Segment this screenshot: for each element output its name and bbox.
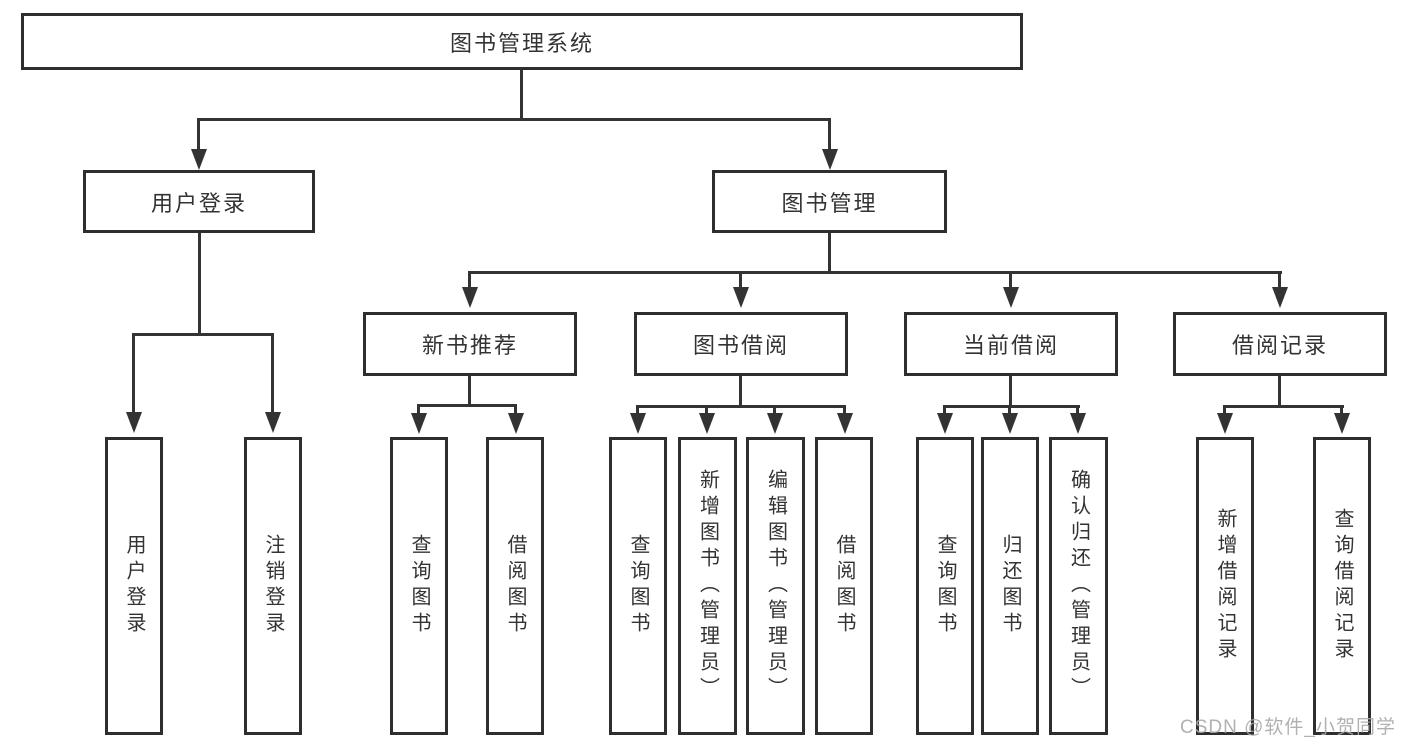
leaf-query-borrow-record-label: 查询借阅记录 (1331, 508, 1353, 664)
leaf-cur-query-books: 查询图书 (916, 437, 974, 735)
connector-root-stem (520, 70, 523, 119)
leaf-bor-add-books-admin-label: 新增图书（管理员） (696, 469, 719, 703)
arrowhead-recd2 (1334, 413, 1350, 434)
leaf-cur-confirm-return-admin-label: 确认归还（管理员） (1067, 469, 1090, 703)
leaf-bor-borrow-books: 借阅图书 (815, 437, 873, 735)
leaf-bor-query-books: 查询图书 (609, 437, 667, 735)
node-book-borrow: 图书借阅 (634, 312, 848, 376)
connector-mgmt-branch-2 (739, 271, 742, 288)
arrowhead-borrow (733, 287, 749, 308)
arrowhead-login (191, 149, 207, 170)
arrowhead-cur3 (1070, 413, 1086, 434)
node-user-login-label: 用户登录 (150, 190, 247, 216)
node-user-login: 用户登录 (83, 170, 315, 233)
connector-borrow-hbar (636, 405, 846, 408)
connector-login-branch-1 (132, 333, 135, 413)
node-book-borrow-label: 图书借阅 (692, 333, 789, 358)
connector-borrow-branch-1 (636, 405, 639, 414)
leaf-logout: 注销登录 (244, 437, 302, 735)
connector-borrow-branch-2 (705, 405, 708, 414)
node-new-book-rec: 新书推荐 (363, 312, 577, 376)
connector-current-branch-3 (1076, 405, 1079, 414)
node-borrow-records-label: 借阅记录 (1231, 333, 1328, 358)
arrowhead-bor4 (837, 413, 853, 434)
leaf-cur-return-books: 归还图书 (981, 437, 1039, 735)
connector-rec-stem (468, 376, 471, 407)
connector-rec-hbar (417, 404, 517, 407)
connector-borrow-branch-4 (843, 405, 846, 414)
leaf-bor-add-books-admin: 新增图书（管理员） (678, 437, 737, 735)
node-new-book-rec-label: 新书推荐 (421, 333, 518, 358)
leaf-cur-confirm-return-admin: 确认归还（管理员） (1049, 437, 1108, 735)
arrowhead-records (1272, 287, 1288, 308)
node-book-management-label: 图书管理 (781, 190, 878, 216)
arrowhead-bor3 (767, 413, 783, 434)
connector-current-branch-1 (943, 405, 946, 414)
connector-login-stem (198, 233, 201, 335)
leaf-user-login: 用户登录 (105, 437, 163, 735)
connector-login-branch-2 (271, 333, 274, 413)
leaf-logout-label: 注销登录 (262, 534, 284, 638)
connector-records-branch-1 (1223, 405, 1226, 414)
leaf-cur-query-books-label: 查询图书 (934, 534, 956, 638)
connector-mgmt-branch-3 (1009, 271, 1012, 288)
node-current-borrow-label: 当前借阅 (962, 333, 1059, 358)
connector-current-stem (1009, 376, 1012, 408)
leaf-bor-query-books-label: 查询图书 (627, 534, 649, 638)
connector-mgmt-branch-1 (468, 271, 471, 288)
connector-records-branch-2 (1340, 405, 1343, 414)
leaf-rec-borrow-books: 借阅图书 (486, 437, 544, 735)
arrowhead-recd1 (1217, 413, 1233, 434)
leaf-query-borrow-record: 查询借阅记录 (1313, 437, 1371, 735)
connector-rec-branch-1 (417, 404, 420, 414)
leaf-rec-query-books-label: 查询图书 (408, 534, 430, 638)
arrowhead-current (1003, 287, 1019, 308)
arrowhead-bor1 (630, 413, 646, 434)
connector-current-hbar (943, 405, 1080, 408)
connector-records-stem (1278, 376, 1281, 408)
node-root: 图书管理系统 (21, 13, 1023, 70)
arrowhead-rec2 (508, 413, 524, 434)
arrowhead-rec (462, 287, 478, 308)
node-book-management: 图书管理 (712, 170, 947, 233)
arrowhead-bor2 (699, 413, 715, 434)
arrowhead-cur1 (937, 413, 953, 434)
connector-root-branch-left (197, 118, 200, 150)
leaf-cur-return-books-label: 归还图书 (999, 534, 1021, 638)
arrowhead-cur2 (1002, 413, 1018, 434)
leaf-bor-edit-books-admin-label: 编辑图书（管理员） (764, 469, 787, 703)
connector-records-hbar (1223, 405, 1344, 408)
arrowhead-mgmt (822, 149, 838, 170)
leaf-user-login-label: 用户登录 (123, 534, 145, 638)
node-root-label: 图书管理系统 (449, 30, 594, 56)
leaf-rec-borrow-books-label: 借阅图书 (504, 534, 526, 638)
leaf-rec-query-books: 查询图书 (390, 437, 448, 735)
node-current-borrow: 当前借阅 (904, 312, 1118, 376)
connector-mgmt-branch-4 (1278, 271, 1281, 288)
leaf-add-borrow-record-label: 新增借阅记录 (1214, 508, 1236, 664)
arrowhead-login1 (126, 412, 142, 433)
connector-login-hbar (132, 333, 274, 336)
leaf-add-borrow-record: 新增借阅记录 (1196, 437, 1254, 735)
leaf-bor-borrow-books-label: 借阅图书 (833, 534, 855, 638)
connector-root-hbar (197, 118, 831, 121)
connector-borrow-stem (739, 376, 742, 407)
connector-current-branch-2 (1008, 405, 1011, 414)
connector-root-branch-right (828, 118, 831, 150)
csdn-watermark: CSDN @软件_小贺同学 (1180, 717, 1396, 738)
connector-mgmt-hbar (468, 271, 1282, 274)
leaf-bor-edit-books-admin: 编辑图书（管理员） (746, 437, 805, 735)
node-borrow-records: 借阅记录 (1173, 312, 1387, 376)
connector-rec-branch-2 (514, 404, 517, 414)
arrowhead-rec1 (411, 413, 427, 434)
connector-mgmt-stem (828, 233, 831, 273)
connector-borrow-branch-3 (773, 405, 776, 414)
arrowhead-logout (265, 412, 281, 433)
